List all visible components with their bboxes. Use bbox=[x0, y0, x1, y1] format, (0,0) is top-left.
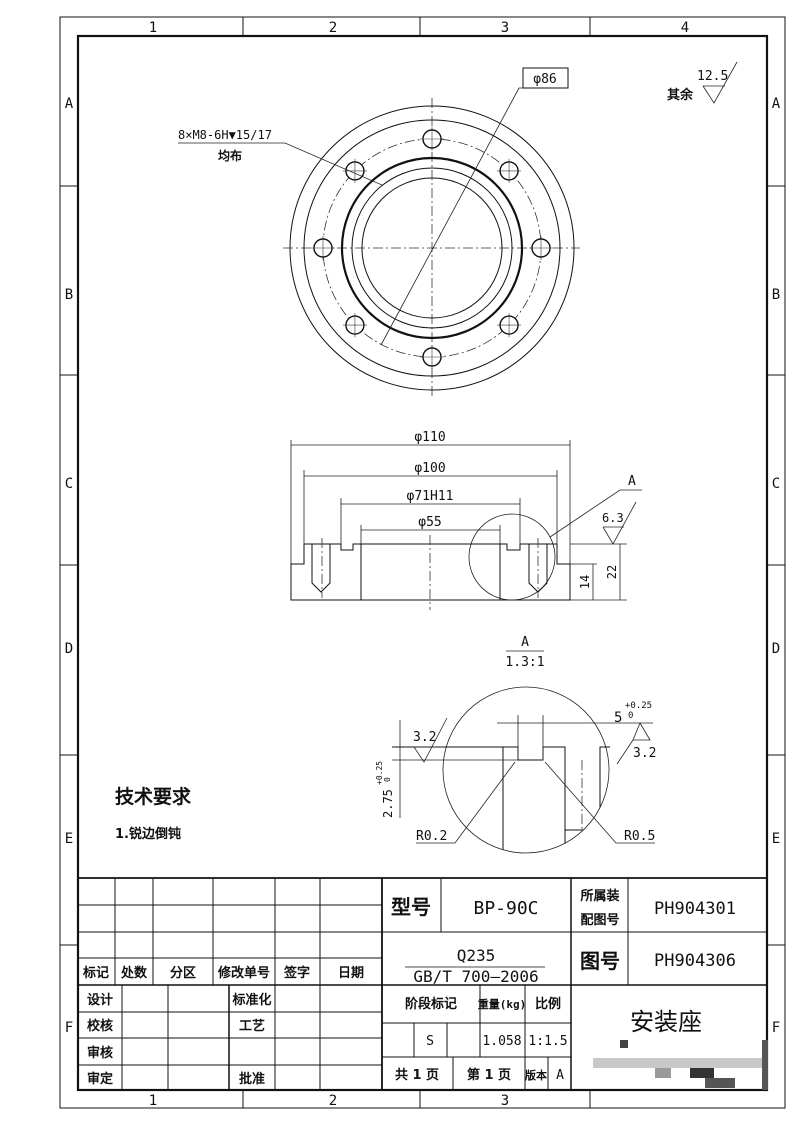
dim-width-5: 5 bbox=[614, 710, 622, 726]
zone-row-e: E bbox=[65, 831, 73, 847]
zone-col-1-bottom: 1 bbox=[149, 1093, 157, 1109]
dim-phi71h11: φ71H11 bbox=[407, 489, 454, 504]
assembly-label: 所属装 bbox=[580, 888, 619, 904]
material-standard: GB/T 700—2006 bbox=[413, 967, 538, 986]
dim-depth-tol-lower: 0 bbox=[383, 777, 392, 782]
thread-note: 均布 bbox=[218, 148, 242, 163]
zone-col-2-bottom: 2 bbox=[329, 1093, 337, 1109]
version-label: 版本 bbox=[525, 1068, 547, 1082]
stage-label: 阶段标记 bbox=[405, 996, 457, 1012]
dim-phi100: φ100 bbox=[414, 461, 445, 476]
drawing-no-value: PH904306 bbox=[654, 951, 736, 971]
radius-r0-5: R0.5 bbox=[624, 829, 655, 844]
section-view: φ110 φ100 φ71H11 φ55 14 22 A 6.3 bbox=[290, 430, 642, 610]
thread-callout: 8×M8-6H▼15/17 bbox=[178, 128, 272, 142]
model-label: 型号 bbox=[391, 895, 431, 919]
detail-a-callout: A bbox=[628, 474, 636, 489]
drawing-no-label: 图号 bbox=[580, 949, 620, 973]
zone-row-a: A bbox=[65, 96, 74, 112]
detail-a-circle bbox=[468, 513, 556, 601]
diameter-86-label: φ86 bbox=[533, 72, 556, 87]
zone-row-b: B bbox=[65, 287, 73, 303]
sign-approve-final: 审定 bbox=[87, 1071, 113, 1087]
zone-row-a-right: A bbox=[772, 96, 781, 112]
rev-header-date: 日期 bbox=[338, 966, 364, 981]
weight-label: 重量(kg) bbox=[478, 997, 527, 1011]
bolt-holes bbox=[311, 127, 553, 369]
radius-r0-2: R0.2 bbox=[416, 829, 447, 844]
zone-row-d: D bbox=[65, 641, 73, 657]
zone-row-b-right: B bbox=[772, 287, 780, 303]
assembly-value: PH904301 bbox=[654, 899, 736, 919]
dim-22: 22 bbox=[605, 565, 619, 579]
zone-row-e-right: E bbox=[772, 831, 780, 847]
dim-width-tol-upper: +0.25 bbox=[625, 701, 652, 711]
page-number: 第 1 页 bbox=[467, 1067, 511, 1083]
zone-col-3-bottom: 3 bbox=[501, 1093, 509, 1109]
weight-value: 1.058 bbox=[482, 1034, 521, 1049]
roughness-6-3-value: 6.3 bbox=[602, 511, 624, 525]
total-pages: 共 1 页 bbox=[395, 1067, 439, 1083]
rev-header-count: 处数 bbox=[120, 965, 148, 981]
roughness-symbol-6-3: 6.3 bbox=[602, 501, 637, 545]
zone-col-3: 3 bbox=[501, 20, 509, 36]
roughness-right-value: 3.2 bbox=[633, 746, 656, 761]
zone-col-1: 1 bbox=[149, 20, 157, 36]
zone-row-c-right: C bbox=[772, 476, 780, 492]
roughness-symbol-left: 3.2 bbox=[413, 717, 448, 763]
scale-value: 1:1.5 bbox=[528, 1034, 567, 1049]
sign-check: 校核 bbox=[87, 1018, 113, 1034]
detail-label: A bbox=[521, 635, 529, 650]
tech-requirement-item: 1.锐边倒钝 bbox=[115, 826, 181, 842]
detail-scale: 1.3:1 bbox=[505, 655, 544, 670]
title-block: 标记 处数 分区 修改单号 签字 日期 设计 校核 审核 审定 标准化 工艺 批… bbox=[78, 877, 768, 1090]
rev-header-change-no: 修改单号 bbox=[217, 965, 270, 981]
zone-row-f-right: F bbox=[772, 1020, 780, 1036]
material: Q235 bbox=[457, 946, 496, 965]
diameter-box bbox=[522, 67, 569, 89]
dim-14: 14 bbox=[578, 575, 592, 589]
sign-approve: 批准 bbox=[239, 1071, 265, 1087]
zone-row-f: F bbox=[65, 1020, 73, 1036]
drawing-frame: 1 2 3 4 1 2 3 A B C D E F A B C D E F bbox=[59, 16, 786, 1109]
roughness-symbol-right: 3.2 bbox=[616, 722, 656, 765]
roughness-symbol-other: 12.5 其余 bbox=[667, 61, 738, 104]
scale-label: 比例 bbox=[535, 996, 561, 1012]
sign-design: 设计 bbox=[87, 992, 113, 1008]
top-view: φ86 8×M8-6H▼15/17 均布 12.5 其余 bbox=[178, 61, 738, 398]
roughness-other-value: 12.5 bbox=[697, 69, 728, 84]
version-value: A bbox=[556, 1068, 564, 1083]
part-name: 安装座 bbox=[630, 1008, 702, 1036]
roughness-left-value: 3.2 bbox=[413, 730, 436, 745]
detail-view-a: A 1.3:1 5 +0.25 0 3.2 3.2 bbox=[375, 635, 656, 854]
sign-standardization: 标准化 bbox=[231, 992, 271, 1008]
zone-row-d-right: D bbox=[772, 641, 780, 657]
sign-review: 审核 bbox=[87, 1045, 113, 1061]
model-value: BP-90C bbox=[473, 898, 538, 919]
assembly-label-line-2: 配图号 bbox=[580, 913, 619, 928]
dim-phi55: φ55 bbox=[418, 515, 441, 530]
zone-col-4: 4 bbox=[681, 20, 689, 36]
redacted-area bbox=[593, 1040, 768, 1090]
stage-value: S bbox=[426, 1034, 434, 1049]
roughness-other-label: 其余 bbox=[667, 87, 694, 103]
rev-header-mark: 标记 bbox=[82, 965, 109, 981]
dim-width-tol-lower: 0 bbox=[628, 711, 633, 721]
tech-requirements-title: 技术要求 bbox=[115, 785, 192, 808]
dim-depth-2-75: 2.75 bbox=[381, 789, 395, 818]
zone-col-2: 2 bbox=[329, 20, 337, 36]
sign-process: 工艺 bbox=[239, 1018, 265, 1034]
zone-row-c: C bbox=[65, 476, 73, 492]
dim-phi110: φ110 bbox=[414, 430, 445, 445]
dim-depth-tol-upper: +0.25 bbox=[375, 761, 384, 785]
rev-header-zone: 分区 bbox=[170, 965, 196, 981]
assembly-label-line-1: 所属装 bbox=[580, 888, 619, 904]
rev-header-sign: 签字 bbox=[283, 965, 310, 981]
